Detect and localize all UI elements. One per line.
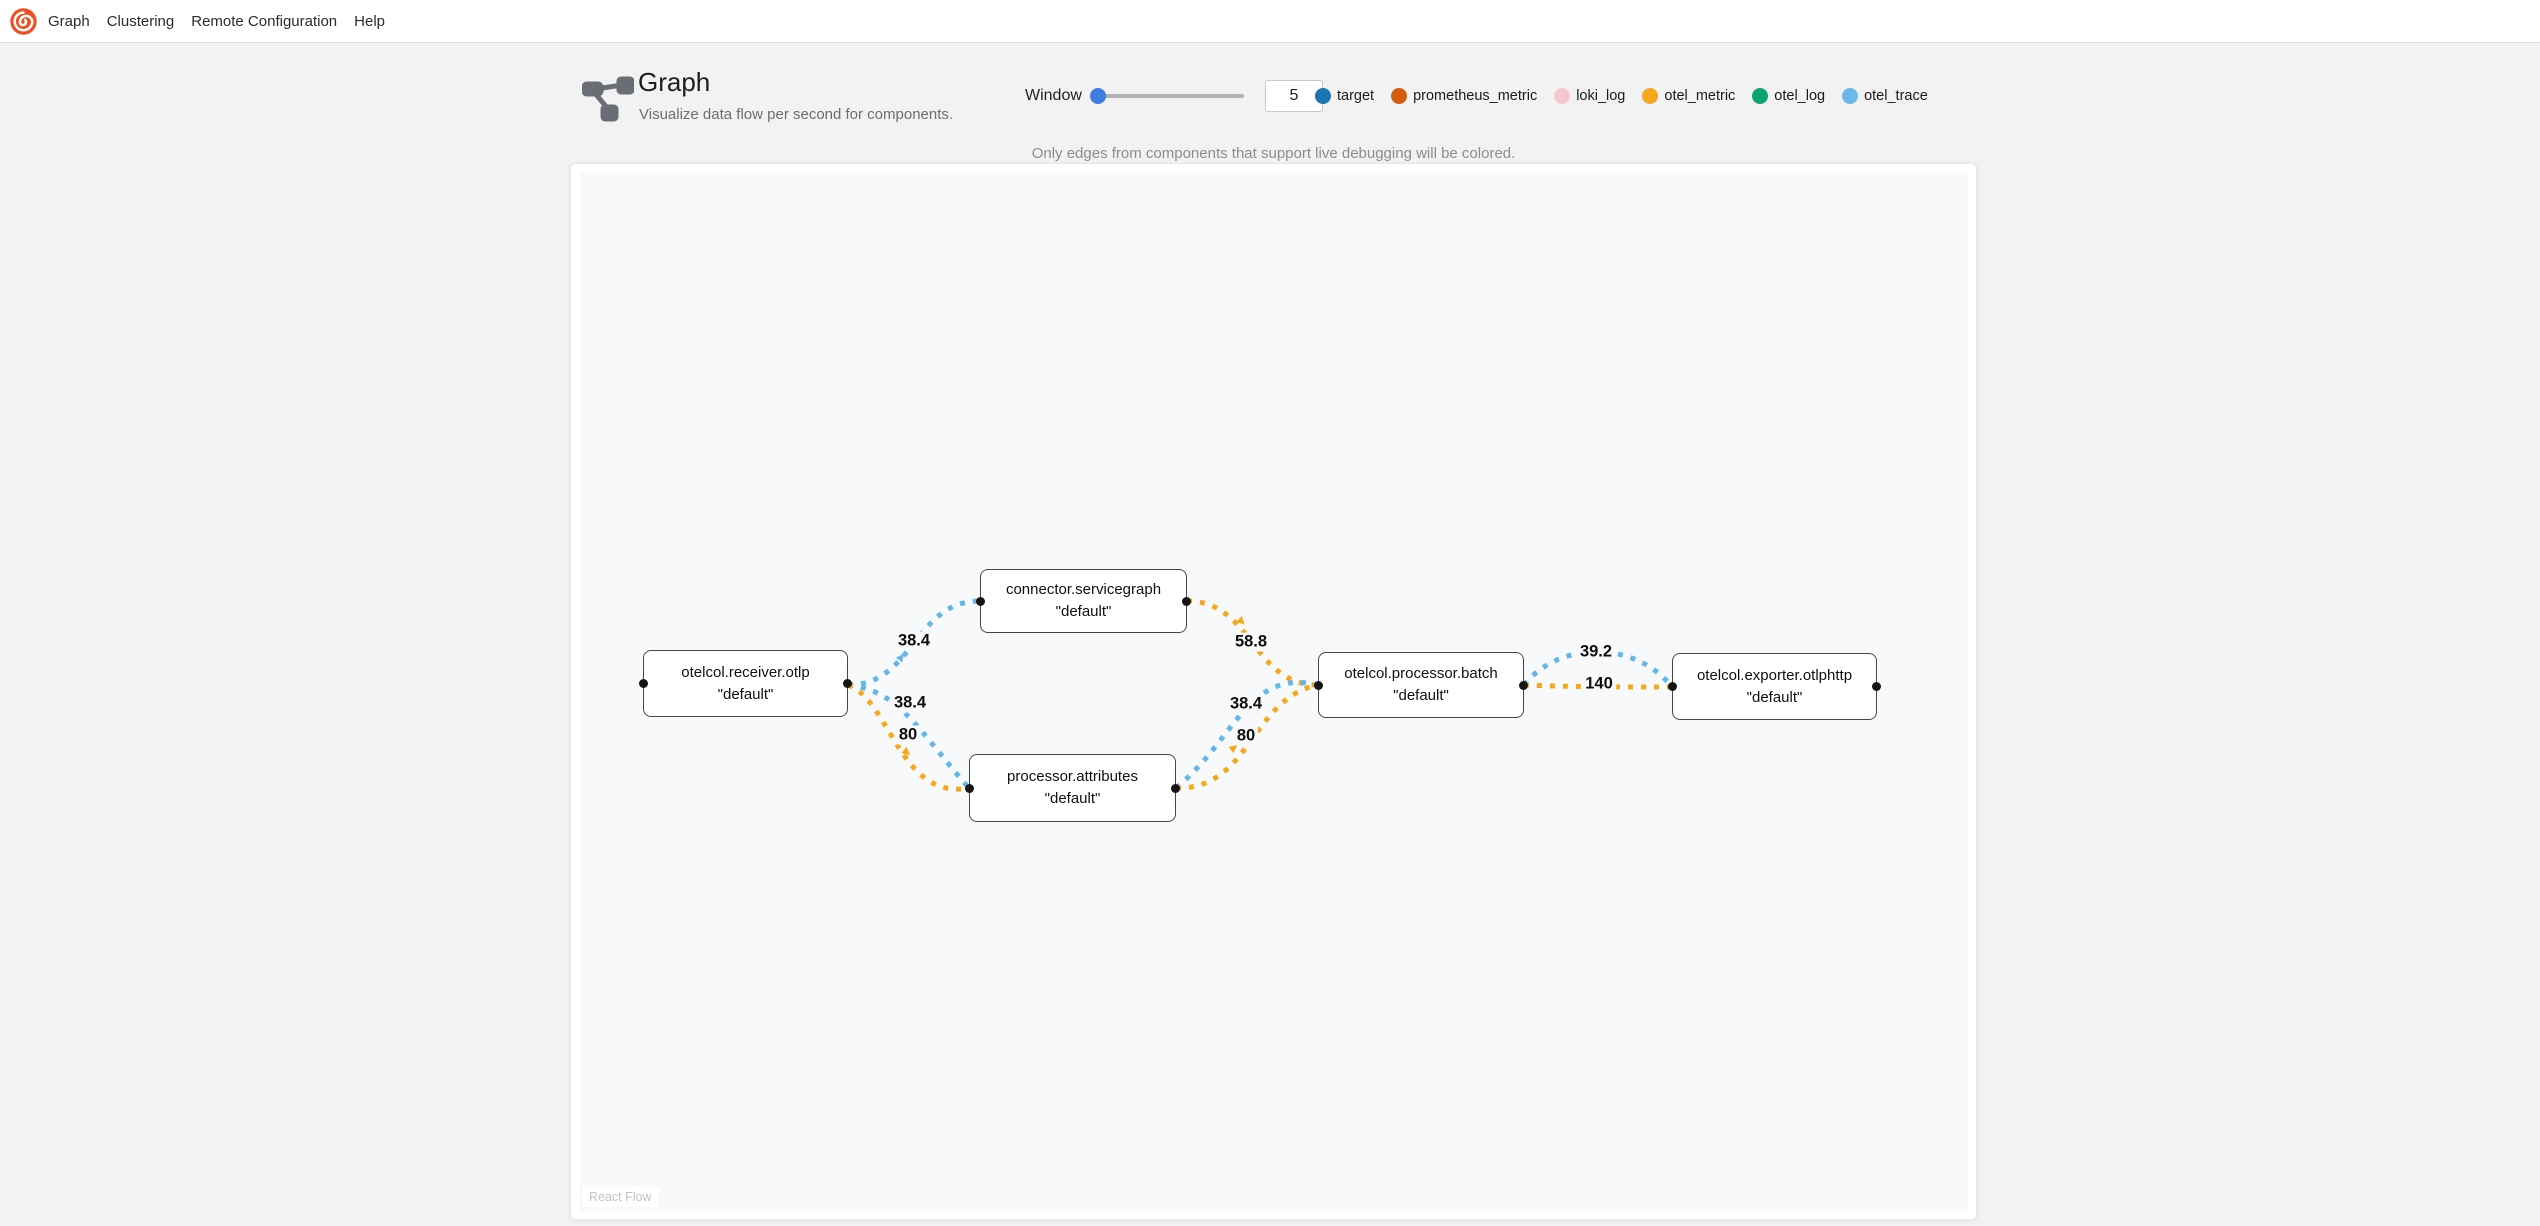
legend-item-otel-metric: otel_metric <box>1642 88 1735 104</box>
live-debugging-note: Only edges from components that support … <box>1031 145 1516 162</box>
legend-item-otel-trace: otel_trace <box>1842 88 1928 104</box>
edge-rate-label: 80 <box>1233 726 1259 746</box>
legend-item-otel-log: otel_log <box>1752 88 1825 104</box>
edge-rate-label: 140 <box>1582 674 1616 694</box>
react-flow-canvas[interactable]: otelcol.receiver.otlp "default" connecto… <box>580 173 1968 1211</box>
alloy-logo-icon[interactable] <box>10 7 37 35</box>
node-processor-attributes[interactable]: processor.attributes "default" <box>965 754 1180 822</box>
legend-label: otel_log <box>1774 88 1826 104</box>
menu-item-help[interactable]: Help <box>354 12 386 30</box>
node-instance: "default" <box>1044 790 1101 807</box>
menu-item-remote-configuration[interactable]: Remote Configuration <box>191 12 338 30</box>
node-name: otelcol.receiver.otlp <box>681 663 810 681</box>
input-handle[interactable] <box>639 679 648 688</box>
window-slider-label: Window <box>1025 87 1082 104</box>
edge-batch-exporter-metric <box>1523 682 1673 690</box>
input-handle[interactable] <box>1314 680 1323 690</box>
edge-direction-arrow <box>895 653 905 663</box>
legend-label: otel_trace <box>1864 88 1928 104</box>
output-handle[interactable] <box>1519 680 1528 690</box>
node-name: otelcol.exporter.otlphttp <box>1696 666 1853 684</box>
node-instance: "default" <box>717 685 774 703</box>
output-handle[interactable] <box>1171 783 1180 793</box>
output-handle[interactable] <box>1872 682 1881 691</box>
node-instance: "default" <box>1393 687 1449 704</box>
page-subtitle: Visualize data flow per second for compo… <box>639 106 954 123</box>
edge-direction-arrow <box>1236 616 1245 625</box>
edge-type-legend: target prometheus_metric loki_log otel_m… <box>1315 80 1928 112</box>
menu-item-graph[interactable]: Graph <box>48 12 90 30</box>
output-handle[interactable] <box>843 679 852 688</box>
node-name: processor.attributes <box>1007 768 1138 786</box>
otel-metric-color-dot <box>1642 88 1659 104</box>
node-instance: "default" <box>1055 603 1112 620</box>
target-color-dot <box>1315 88 1331 104</box>
output-handle[interactable] <box>1182 596 1191 606</box>
node-otelcol-exporter-otlphttp[interactable]: otelcol.exporter.otlphttp "default" <box>1668 653 1881 720</box>
node-connector-servicegraph[interactable]: connector.servicegraph "default" <box>976 569 1191 633</box>
otel-log-color-dot <box>1752 88 1769 104</box>
node-instance: "default" <box>1746 688 1803 706</box>
main-menu: Graph Clustering Remote Configuration He… <box>48 13 385 30</box>
node-otelcol-receiver-otlp[interactable]: otelcol.receiver.otlp "default" <box>639 650 852 717</box>
legend-item-prometheus-metric: prometheus_metric <box>1391 88 1537 104</box>
edge-rate-label: 80 <box>895 725 921 745</box>
node-name: connector.servicegraph <box>1005 581 1162 599</box>
legend-label: target <box>1337 88 1375 104</box>
loki-log-color-dot <box>1554 88 1571 104</box>
react-flow-attribution[interactable]: React Flow <box>582 1187 659 1207</box>
slider-track[interactable] <box>1092 94 1244 98</box>
edge-rate-label: 38.4 <box>894 631 934 651</box>
legend-label: otel_metric <box>1664 88 1736 104</box>
menu-item-clustering[interactable]: Clustering <box>106 12 175 30</box>
prometheus-metric-color-dot <box>1391 88 1408 104</box>
otel-trace-color-dot <box>1842 88 1859 104</box>
slider-thumb[interactable] <box>1090 88 1106 104</box>
node-name: otelcol.processor.batch <box>1344 665 1498 683</box>
window-slider[interactable] <box>1090 88 1244 104</box>
input-handle[interactable] <box>1668 682 1677 691</box>
legend-label: loki_log <box>1576 88 1626 104</box>
input-handle[interactable] <box>965 783 974 793</box>
legend-item-loki-log: loki_log <box>1554 88 1625 104</box>
edge-rate-label: 38.4 <box>890 693 930 713</box>
top-menu-bar: Graph Clustering Remote Configuration He… <box>0 0 2540 43</box>
edge-rate-label: 38.4 <box>1226 694 1266 714</box>
edge-direction-arrow <box>901 746 911 756</box>
window-value-input[interactable] <box>1265 80 1323 112</box>
page-title: Graph <box>638 67 711 97</box>
edge-direction-arrow <box>1228 745 1238 754</box>
edge-attributes-batch-trace <box>1174 680 1319 790</box>
edge-rate-label: 58.8 <box>1231 632 1271 652</box>
legend-item-target: target <box>1315 88 1374 104</box>
edge-receiver-attributes-trace <box>847 682 971 790</box>
graph-panel: otelcol.receiver.otlp "default" connecto… <box>570 163 1977 1220</box>
node-otelcol-processor-batch[interactable]: otelcol.processor.batch "default" <box>1314 652 1528 718</box>
edge-rate-label: 39.2 <box>1576 642 1616 662</box>
input-handle[interactable] <box>976 596 985 606</box>
graph-title-icon <box>582 76 634 122</box>
edge-receiver-attributes-metric <box>846 682 970 792</box>
legend-label: prometheus_metric <box>1413 88 1538 104</box>
